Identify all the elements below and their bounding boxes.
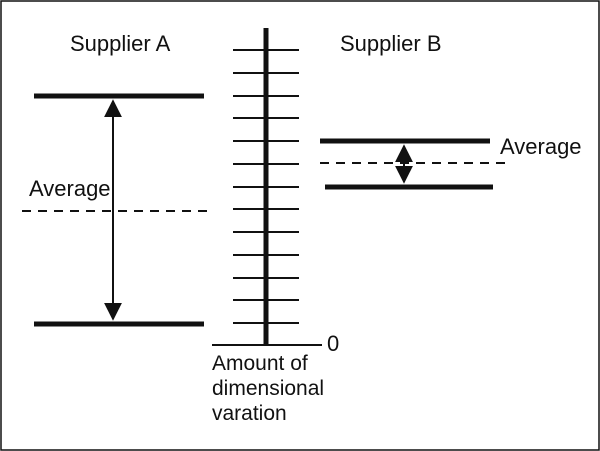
axis-label-line-2: dimensional	[212, 377, 325, 400]
scale-axis-label: Amount of dimensional varation	[212, 351, 352, 426]
supplier-b-label: Supplier B	[340, 31, 442, 56]
supplier-b-average-label: Average	[500, 134, 582, 159]
axis-label-line-3: varation	[212, 402, 287, 425]
supplier-a-label: Supplier A	[70, 31, 171, 56]
axis-label-line-1: Amount of	[212, 352, 308, 375]
scale-zero-label: 0	[327, 331, 340, 356]
supplier-a-average-label: Average	[29, 176, 111, 201]
scale-ticks	[233, 49, 299, 324]
